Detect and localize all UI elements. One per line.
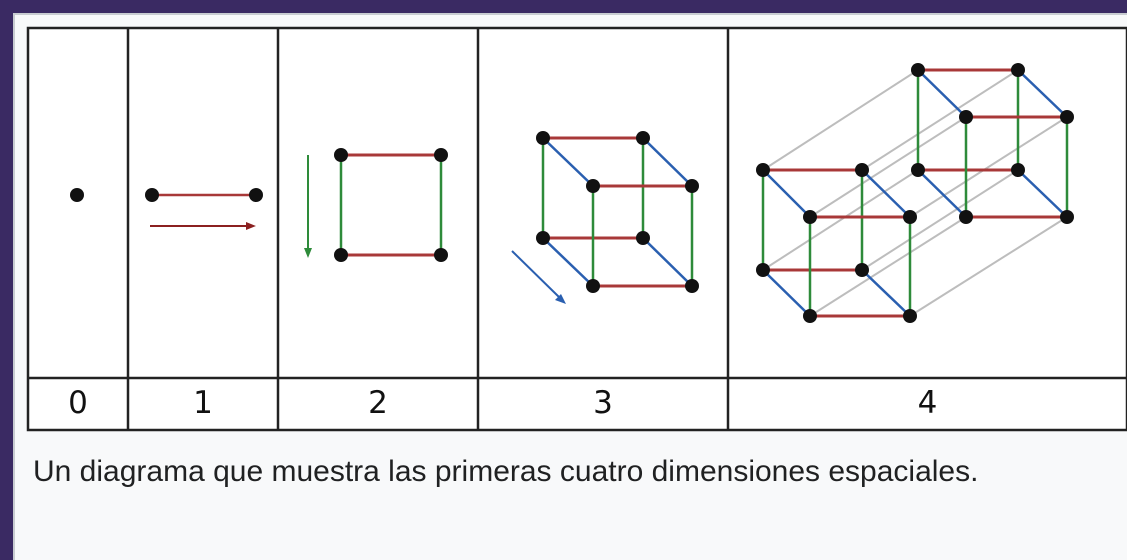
dimension-label-0: 0	[68, 385, 88, 421]
table-background	[28, 28, 1127, 430]
dimension-3-cube	[511, 131, 699, 304]
figure-caption: Un diagrama que muestra las primeras cua…	[33, 455, 979, 488]
dimension-label-2: 2	[368, 385, 388, 421]
dimension-label-3: 3	[593, 385, 613, 421]
dimension-2-square	[304, 148, 448, 262]
dimension-label-4: 4	[917, 385, 938, 421]
table-border	[26, 26, 1127, 432]
dimension-label-1: 1	[193, 385, 213, 421]
dimension-1-segment	[145, 188, 263, 230]
dimension-4-tesseract	[756, 63, 1074, 323]
dimension-0-point	[70, 188, 84, 202]
